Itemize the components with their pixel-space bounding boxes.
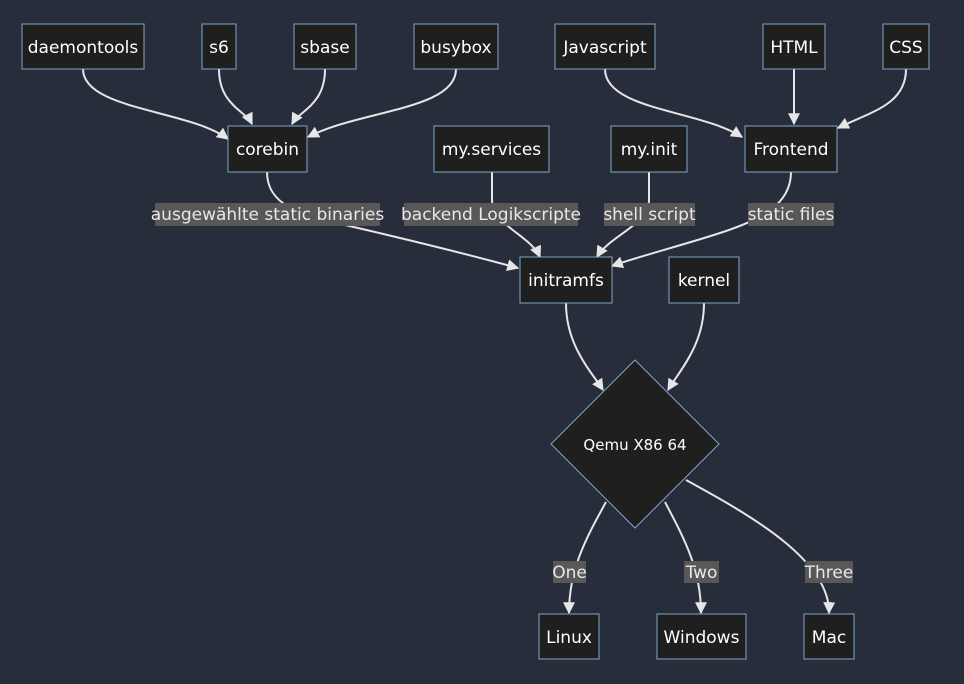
node-frontend: Frontend: [744, 125, 838, 173]
node-s6: s6: [201, 23, 237, 70]
node-label: Mac: [812, 628, 846, 648]
edge-qemu-mac: [685, 479, 836, 615]
edge-label-myservices-initramfs: backend Logikscripte: [401, 203, 581, 226]
node-label: busybox: [420, 38, 491, 58]
edge-label-qemu-mac: Three: [804, 561, 854, 583]
edge-s6-corebin: [218, 68, 253, 126]
node-label: daemontools: [28, 38, 139, 58]
node-label: corebin: [236, 140, 299, 160]
edge-label-corebin-initramfs: ausgewählte static binaries: [151, 203, 385, 226]
node-myservices: my.services: [433, 125, 550, 173]
node-label: HTML: [770, 38, 818, 58]
edge-label-qemu-windows: Two: [684, 561, 719, 583]
edge-label-text: ausgewählte static binaries: [151, 205, 385, 225]
edge-label-frontend-initramfs: static files: [748, 203, 835, 226]
edge-frontend-initramfs: [610, 171, 792, 269]
edge-label-myinit-initramfs: shell script: [603, 203, 696, 226]
node-label: kernel: [678, 271, 730, 291]
node-label: Javascript: [562, 38, 647, 58]
node-label: my.init: [621, 140, 678, 160]
node-label: sbase: [300, 38, 349, 58]
node-mac: Mac: [803, 613, 855, 660]
edge-daemontools-corebin: [82, 68, 229, 140]
edge-label-text: shell script: [603, 205, 696, 225]
edge-label-text: Two: [685, 563, 718, 583]
node-kernel: kernel: [668, 256, 740, 304]
node-label: my.services: [442, 140, 541, 160]
edge-corebin-initramfs: [266, 171, 520, 271]
edge-label-text: Three: [804, 563, 854, 583]
edge-label-text: static files: [748, 205, 835, 225]
edge-myservices-initramfs: [491, 172, 541, 259]
edge-label-text: One: [552, 563, 587, 583]
node-initramfs: initramfs: [519, 256, 613, 304]
edge-qemu-windows: [664, 501, 707, 615]
edge-kernel-qemu: [667, 302, 705, 392]
node-myinit: my.init: [610, 125, 688, 173]
node-label: Windows: [664, 628, 740, 648]
edge-myinit-initramfs: [596, 172, 650, 259]
edge-label-qemu-linux: One: [552, 561, 587, 583]
node-css: CSS: [882, 23, 930, 70]
node-sbase: sbase: [293, 23, 357, 70]
node-busybox: busybox: [413, 23, 499, 70]
edge-initramfs-qemu: [565, 302, 604, 392]
node-corebin: corebin: [227, 125, 308, 173]
edge-css-frontend: [836, 68, 907, 129]
node-label: s6: [209, 38, 229, 58]
node-daemontools: daemontools: [21, 23, 145, 70]
edge-label-text: backend Logikscripte: [401, 205, 581, 225]
node-label: Frontend: [753, 140, 828, 160]
node-label: Qemu X86 64: [583, 436, 686, 454]
node-windows: Windows: [656, 613, 747, 660]
edge-sbase-corebin: [291, 68, 326, 126]
node-qemu: Qemu X86 64: [550, 359, 720, 529]
node-label: CSS: [889, 38, 922, 58]
node-linux: Linux: [538, 613, 600, 660]
node-html: HTML: [762, 23, 826, 70]
edge-qemu-linux: [563, 501, 607, 615]
node-label: Linux: [546, 628, 592, 648]
node-javascript: Javascript: [554, 23, 656, 70]
edge-javascript-frontend: [604, 68, 744, 138]
node-label: initramfs: [528, 271, 604, 291]
edge-busybox-corebin: [306, 68, 457, 138]
